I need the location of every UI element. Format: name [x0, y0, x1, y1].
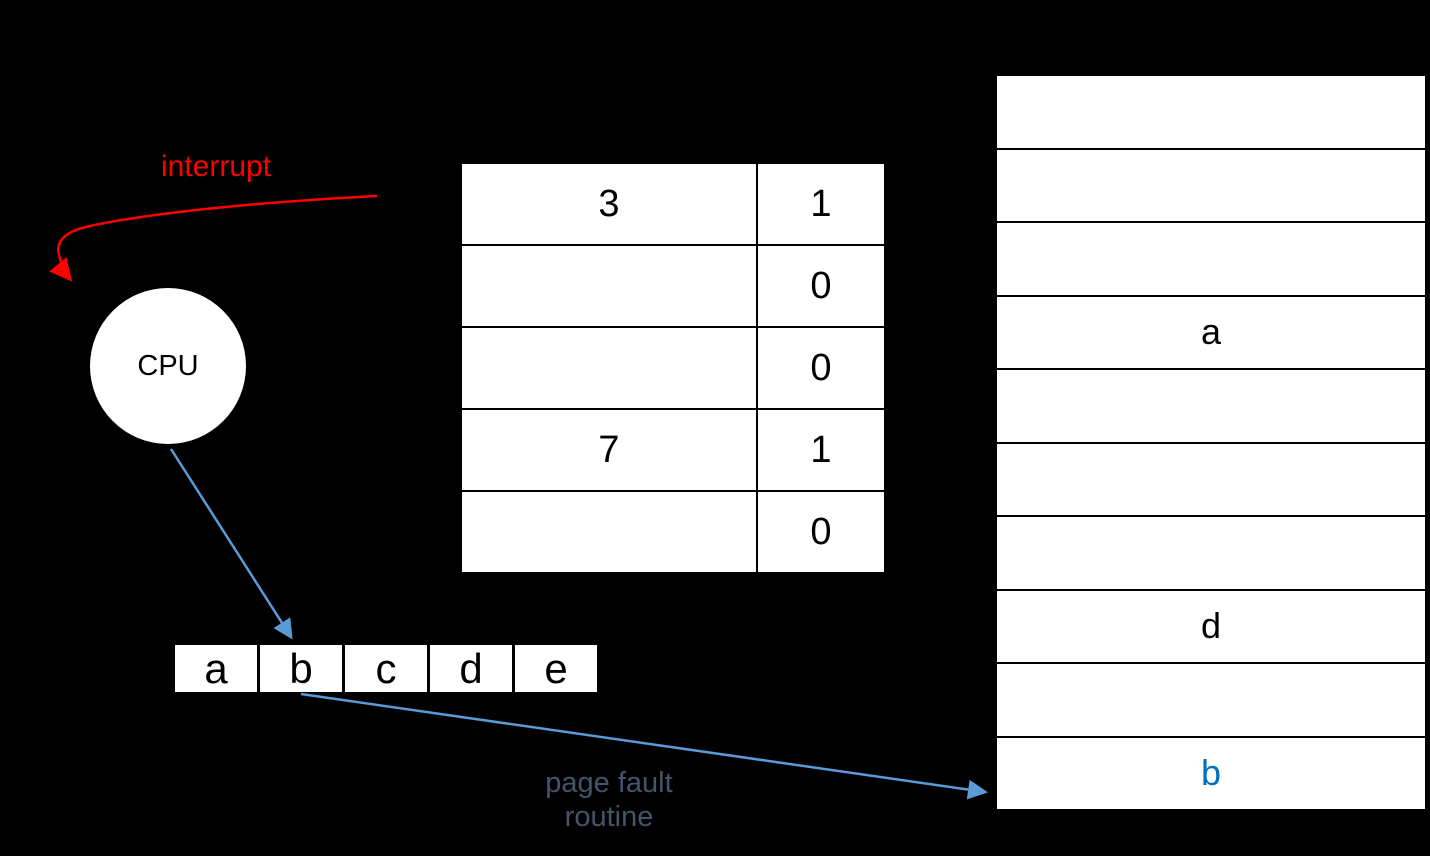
ref-cell-a: a	[175, 645, 257, 692]
interrupt-label: interrupt	[160, 150, 272, 183]
memory-frame	[995, 74, 1427, 150]
memory-frame	[995, 441, 1427, 517]
page-table-row: 3 1	[460, 162, 886, 246]
memory-frame-a: a	[995, 294, 1427, 370]
memory-frame-row	[995, 221, 1427, 297]
page-table: 3 1 0 0 7 1 0	[460, 162, 886, 574]
ref-cell-b: b	[260, 645, 342, 692]
reference-string: a b c d e	[175, 645, 597, 692]
frame-cell: 7	[460, 408, 758, 492]
memory-frame-row	[995, 147, 1427, 223]
frame-cell	[460, 244, 758, 328]
valid-bit-cell: 0	[756, 326, 886, 410]
page-fault-label-line2: routine	[564, 801, 654, 834]
frame-cell	[460, 326, 758, 410]
page-fault-label-line1: page fault	[545, 767, 673, 799]
valid-bit-cell: 0	[756, 244, 886, 328]
page-table-row: 0	[460, 326, 886, 410]
memory-frame-d: d	[995, 588, 1427, 664]
page-table-row: 7 1	[460, 408, 886, 492]
memory-frame	[995, 221, 1427, 297]
ref-cell-c: c	[345, 645, 427, 692]
memory-frame-row	[995, 515, 1427, 591]
cpu-label: CPU	[137, 349, 199, 382]
valid-bit-cell: 1	[756, 162, 886, 246]
memory-frame	[995, 147, 1427, 223]
page-table-row: 0	[460, 490, 886, 574]
memory-frame	[995, 515, 1427, 591]
memory-frame	[995, 662, 1427, 738]
memory-frame-row	[995, 441, 1427, 517]
memory-frame-b-loaded: b	[995, 735, 1427, 811]
cpu-to-reference-arrow	[169, 448, 293, 640]
interrupt-arrow	[49, 194, 378, 282]
memory-frame-row: a	[995, 294, 1427, 370]
memory-frame-row: b	[995, 735, 1427, 811]
ref-cell-d: d	[430, 645, 512, 692]
memory-frame-row	[995, 368, 1427, 444]
memory-frame	[995, 368, 1427, 444]
valid-bit-cell: 0	[756, 490, 886, 574]
frame-cell: 3	[460, 162, 758, 246]
ref-cell-e: e	[515, 645, 597, 692]
memory-frame-row	[995, 662, 1427, 738]
physical-memory-table: a d b	[995, 74, 1427, 811]
cpu-circle: CPU	[90, 288, 246, 444]
memory-frame-row: d	[995, 588, 1427, 664]
page-table-row: 0	[460, 244, 886, 328]
memory-frame-row	[995, 74, 1427, 150]
valid-bit-cell: 1	[756, 408, 886, 492]
page-fault-routine-label: page fault routine	[509, 766, 709, 834]
frame-cell	[460, 490, 758, 574]
